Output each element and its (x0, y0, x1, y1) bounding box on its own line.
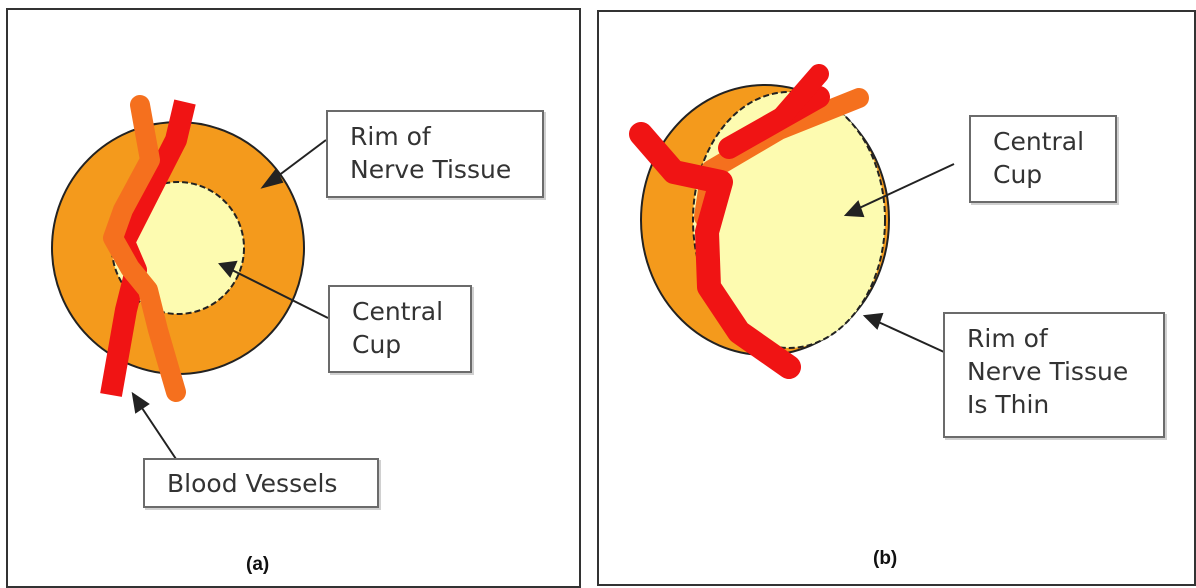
rim-thin-label-box: Rim of Nerve Tissue Is Thin (943, 312, 1165, 438)
rim-label-box: Rim of Nerve Tissue (326, 110, 544, 198)
arrow-vessels-head (133, 394, 148, 412)
arrow-rim (874, 320, 944, 352)
panel-b-caption: (b) (873, 548, 897, 570)
panel-b: Central Cup Rim of Nerve Tissue Is Thin … (597, 10, 1196, 586)
panel-a-caption: (a) (246, 554, 269, 576)
arrow-vessels (138, 402, 180, 465)
optic-disc-diagram-b (599, 12, 1194, 584)
arrow-rim-head (865, 314, 882, 328)
cup-label-box: Central Cup (969, 115, 1117, 203)
blood-vessels-label-box: Blood Vessels (143, 458, 379, 508)
cup-label-box: Central Cup (328, 285, 472, 373)
panel-a: Rim of Nerve Tissue Central Cup Blood Ve… (6, 8, 581, 588)
